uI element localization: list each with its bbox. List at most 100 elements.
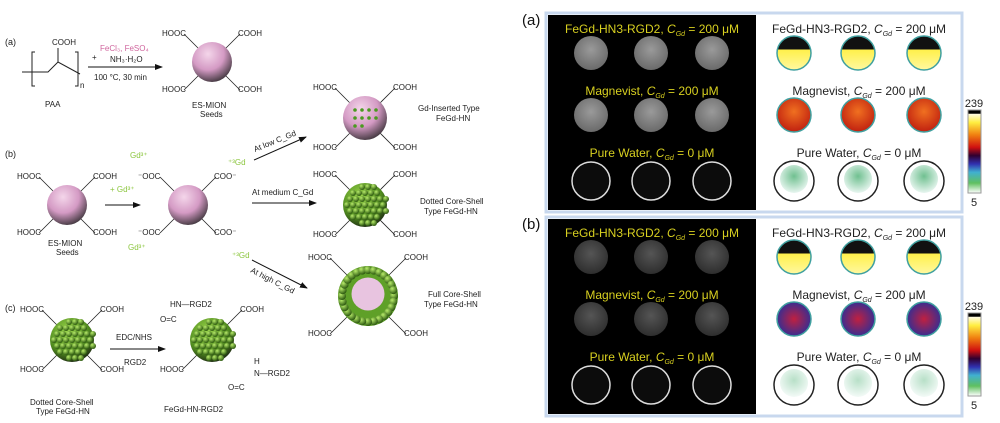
colorbar-max: 239 [965, 98, 983, 110]
gd-inserted-label-1: Gd-Inserted Type [418, 104, 480, 113]
ligand-label: COOH [393, 83, 417, 92]
row-label: Pure Water, CGd = 0 μM [590, 146, 715, 162]
colorbar [967, 109, 982, 194]
gd-bead [364, 266, 372, 274]
gd-bead [221, 337, 227, 343]
colormap-sample [844, 369, 872, 397]
gd-dot [360, 116, 364, 120]
dotted-label-2: Type FeGd-HN [424, 207, 478, 216]
ligand-label: COOH [238, 85, 262, 94]
gd-bead [69, 325, 75, 331]
gd-bead [197, 325, 203, 331]
gd-ion-bl: Gd³⁺ [128, 243, 146, 252]
synthesis-scheme: (a) (b) (c) COOH n PAA + FeCl₃, FeSO₄ NH… [5, 29, 484, 416]
gd-bead [359, 196, 365, 202]
ligand-label: HOOC [162, 85, 186, 94]
gd-bead [72, 343, 78, 349]
gd-bead [209, 325, 215, 331]
gd-bead [51, 337, 57, 343]
gd-ion-tr: ⁺³Gd [228, 158, 246, 167]
h-atom: H [254, 357, 260, 366]
plus-sign: + [92, 53, 97, 62]
row-label: FeGd-HN3-RGD2, CGd = 200 μM [772, 22, 946, 38]
gd-bead [380, 202, 386, 208]
gd-bead [206, 331, 212, 337]
gd-bead [66, 319, 72, 325]
colormap-sample [910, 165, 938, 193]
add-gd-label: + Gd³⁺ [110, 185, 134, 194]
paa-cooh: COOH [52, 38, 76, 47]
colormap-sample [776, 239, 812, 275]
gd-bead [389, 286, 398, 295]
gd-bead [215, 325, 221, 331]
gd-bead [78, 319, 84, 325]
paa-label: PAA [45, 100, 61, 109]
n-rgd-bottom: N—RGD2 [254, 369, 291, 378]
ligand-label: HOOC [17, 228, 41, 237]
gd-bead [377, 208, 383, 214]
nanoparticle-core [168, 185, 208, 225]
gd-bead [63, 337, 69, 343]
gd-bead [63, 325, 69, 331]
gd-bead [212, 331, 218, 337]
paa-structure [22, 48, 81, 87]
panel-c-label: (c) [5, 303, 16, 313]
row-label: FeGd-HN3-RGD2, CGd = 200 μM [565, 22, 739, 38]
mri-sample [634, 98, 668, 132]
gd-bead [194, 331, 200, 337]
gd-bead [365, 196, 371, 202]
seeds-label-2: Seeds [200, 110, 223, 119]
hn-rgd-top: HN—RGD2 [170, 300, 212, 309]
ligand-label: HOOC [162, 29, 186, 38]
gd-bead [350, 202, 356, 208]
gd-bead [81, 349, 87, 355]
gd-bead [209, 349, 215, 355]
gd-bead [377, 196, 383, 202]
nanoparticle-core [47, 185, 87, 225]
ligand-label: HOOC [308, 253, 332, 262]
gd-bead [368, 190, 374, 196]
gd-bead [194, 343, 200, 349]
gd-bead [54, 343, 60, 349]
colormap-sample [844, 165, 872, 193]
gd-bead [224, 343, 230, 349]
co-bottom: O=C [228, 383, 245, 392]
gd-dot [360, 124, 364, 128]
gd-bead [75, 325, 81, 331]
ligand-label: COOH [404, 253, 428, 262]
conditions: 100 °C, 30 min [94, 73, 147, 82]
gd-bead [374, 202, 380, 208]
gd-bead [203, 325, 209, 331]
row-label: Magnevist, CGd = 200 μM [792, 84, 925, 100]
colorbar-max: 239 [965, 301, 983, 313]
gd-bead [230, 343, 236, 349]
ligand-label: ⁻OOC [138, 172, 161, 181]
gd-bead [200, 343, 206, 349]
gd-bead [218, 355, 224, 361]
gd-bead [66, 355, 72, 361]
gd-bead [209, 337, 215, 343]
mri-sample [631, 161, 671, 201]
colormap-sample [840, 239, 876, 275]
gd-bead [356, 214, 362, 220]
mri-sample [574, 302, 608, 336]
ligand-label: HOOC [313, 83, 337, 92]
colormap-sample [840, 35, 876, 71]
ligand-label: HOOC [17, 172, 41, 181]
dotted-label-1: Dotted Core-Shell [420, 197, 484, 206]
gd-bead [359, 220, 365, 226]
gd-bead [60, 331, 66, 337]
gd-bead [371, 184, 377, 190]
gd-bead [368, 214, 374, 220]
gd-bead [390, 292, 398, 300]
gd-bead [72, 355, 78, 361]
gd-ion-tl: Gd³⁺ [130, 151, 148, 160]
gd-bead [338, 292, 346, 300]
gd-bead [221, 349, 227, 355]
gd-bead [63, 349, 69, 355]
colormap-sample [906, 239, 942, 275]
gd-bead [200, 331, 206, 337]
ligand-label: COOH [100, 305, 124, 314]
